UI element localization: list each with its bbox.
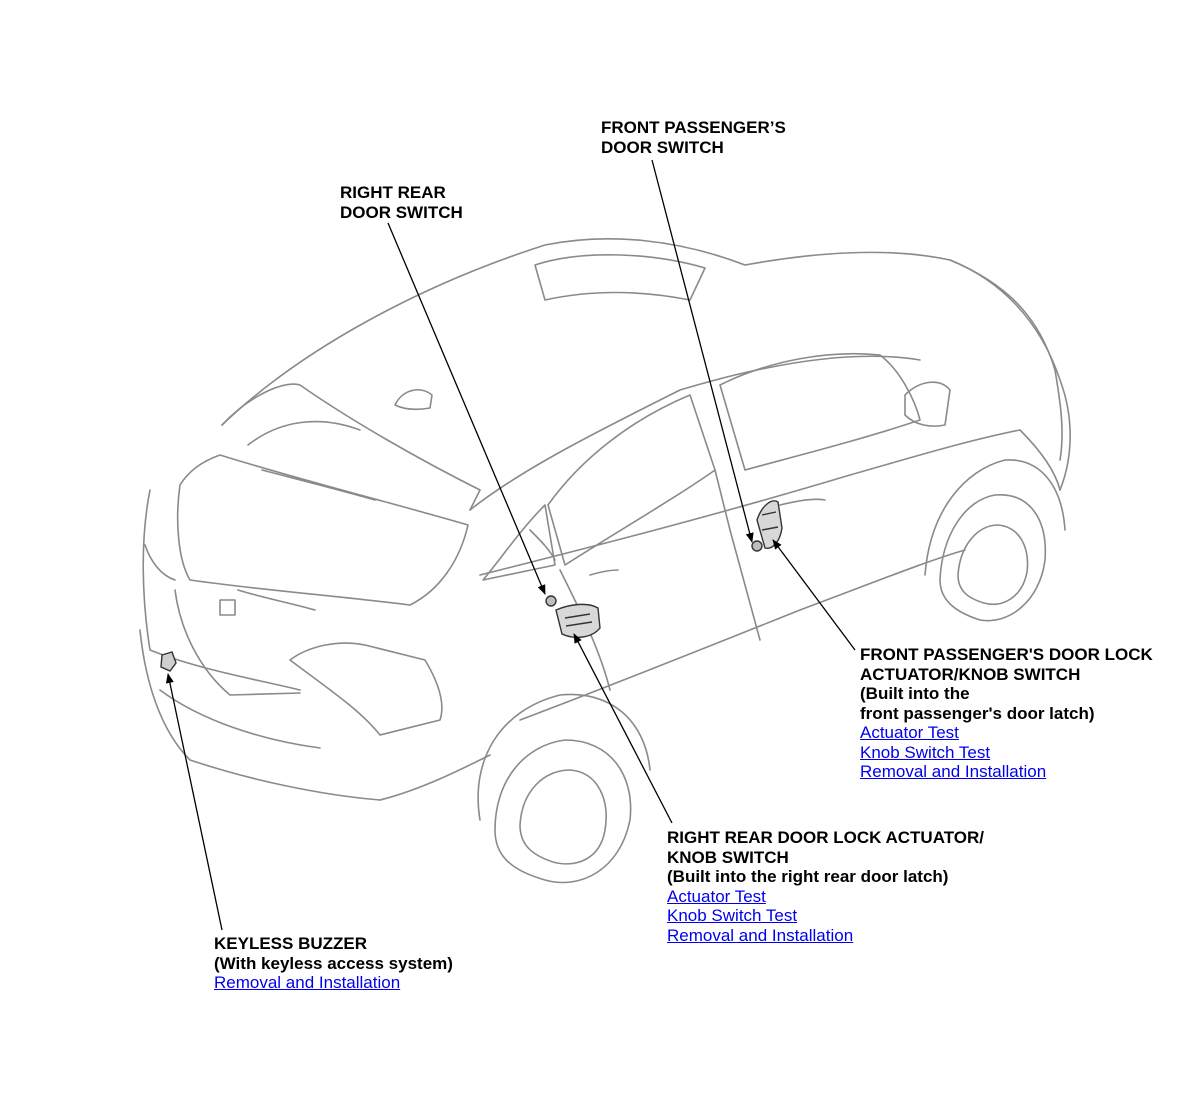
front-passenger-removal-installation-link[interactable]: Removal and Installation (860, 762, 1047, 781)
leader-keyless-buzzer (165, 673, 223, 931)
front-passenger-knob-switch-test-link[interactable]: Knob Switch Test (860, 742, 991, 762)
front-passenger-door-latch-component (756, 500, 783, 549)
keyless-buzzer-component (160, 651, 177, 672)
keyless-buzzer-removal-installation-link[interactable]: Removal and Installation (214, 973, 401, 992)
callout-title-line: DOOR SWITCH (601, 137, 724, 157)
right-rear-actuator-test-link[interactable]: Actuator Test (667, 886, 766, 906)
front-passenger-door-switch-component (751, 540, 763, 552)
leader-right-rear-door-lock (573, 633, 673, 824)
callout-note-line: (Built into the (860, 684, 970, 703)
callout-title-line: DOOR SWITCH (340, 202, 463, 222)
callout-note-line: (With keyless access system) (214, 953, 453, 973)
right-rear-door-switch-callout: RIGHT REAR DOOR SWITCH (340, 183, 463, 222)
leader-front-passenger-door-lock (772, 539, 856, 651)
right-rear-door-latch-component (555, 603, 601, 639)
callout-note-line: front passenger's door latch) (860, 703, 1095, 723)
leader-right-rear-door-switch (387, 222, 546, 595)
vehicle-outline (139, 238, 1071, 884)
keyless-buzzer-callout: KEYLESS BUZZER (With keyless access syst… (214, 934, 453, 993)
front-passenger-actuator-test-link[interactable]: Actuator Test (860, 723, 959, 742)
right-rear-knob-switch-test-link[interactable]: Knob Switch Test (667, 906, 798, 925)
callout-title-line: KEYLESS BUZZER (214, 934, 368, 953)
leader-front-passenger-door-switch (651, 159, 754, 543)
callout-title-line: RIGHT REAR DOOR LOCK ACTUATOR/ (667, 828, 985, 847)
leader-lines (165, 159, 856, 931)
front-passenger-door-lock-actuator-callout: FRONT PASSENGER'S DOOR LOCK ACTUATOR/KNO… (860, 645, 1153, 782)
callout-title-line: FRONT PASSENGER'S DOOR LOCK (860, 645, 1153, 664)
callout-title-line: KNOB SWITCH (667, 847, 789, 867)
front-passenger-door-switch-callout: FRONT PASSENGER’S DOOR SWITCH (601, 118, 786, 157)
right-rear-removal-installation-link[interactable]: Removal and Installation (667, 925, 854, 945)
callout-title-line: ACTUATOR/KNOB SWITCH (860, 664, 1081, 684)
right-rear-door-lock-actuator-callout: RIGHT REAR DOOR LOCK ACTUATOR/ KNOB SWIT… (667, 828, 984, 945)
callout-title-line: RIGHT REAR (340, 183, 446, 202)
callout-note-line: (Built into the right rear door latch) (667, 867, 949, 886)
right-rear-door-switch-component (545, 595, 557, 607)
callout-title-line: FRONT PASSENGER’S (601, 118, 786, 137)
